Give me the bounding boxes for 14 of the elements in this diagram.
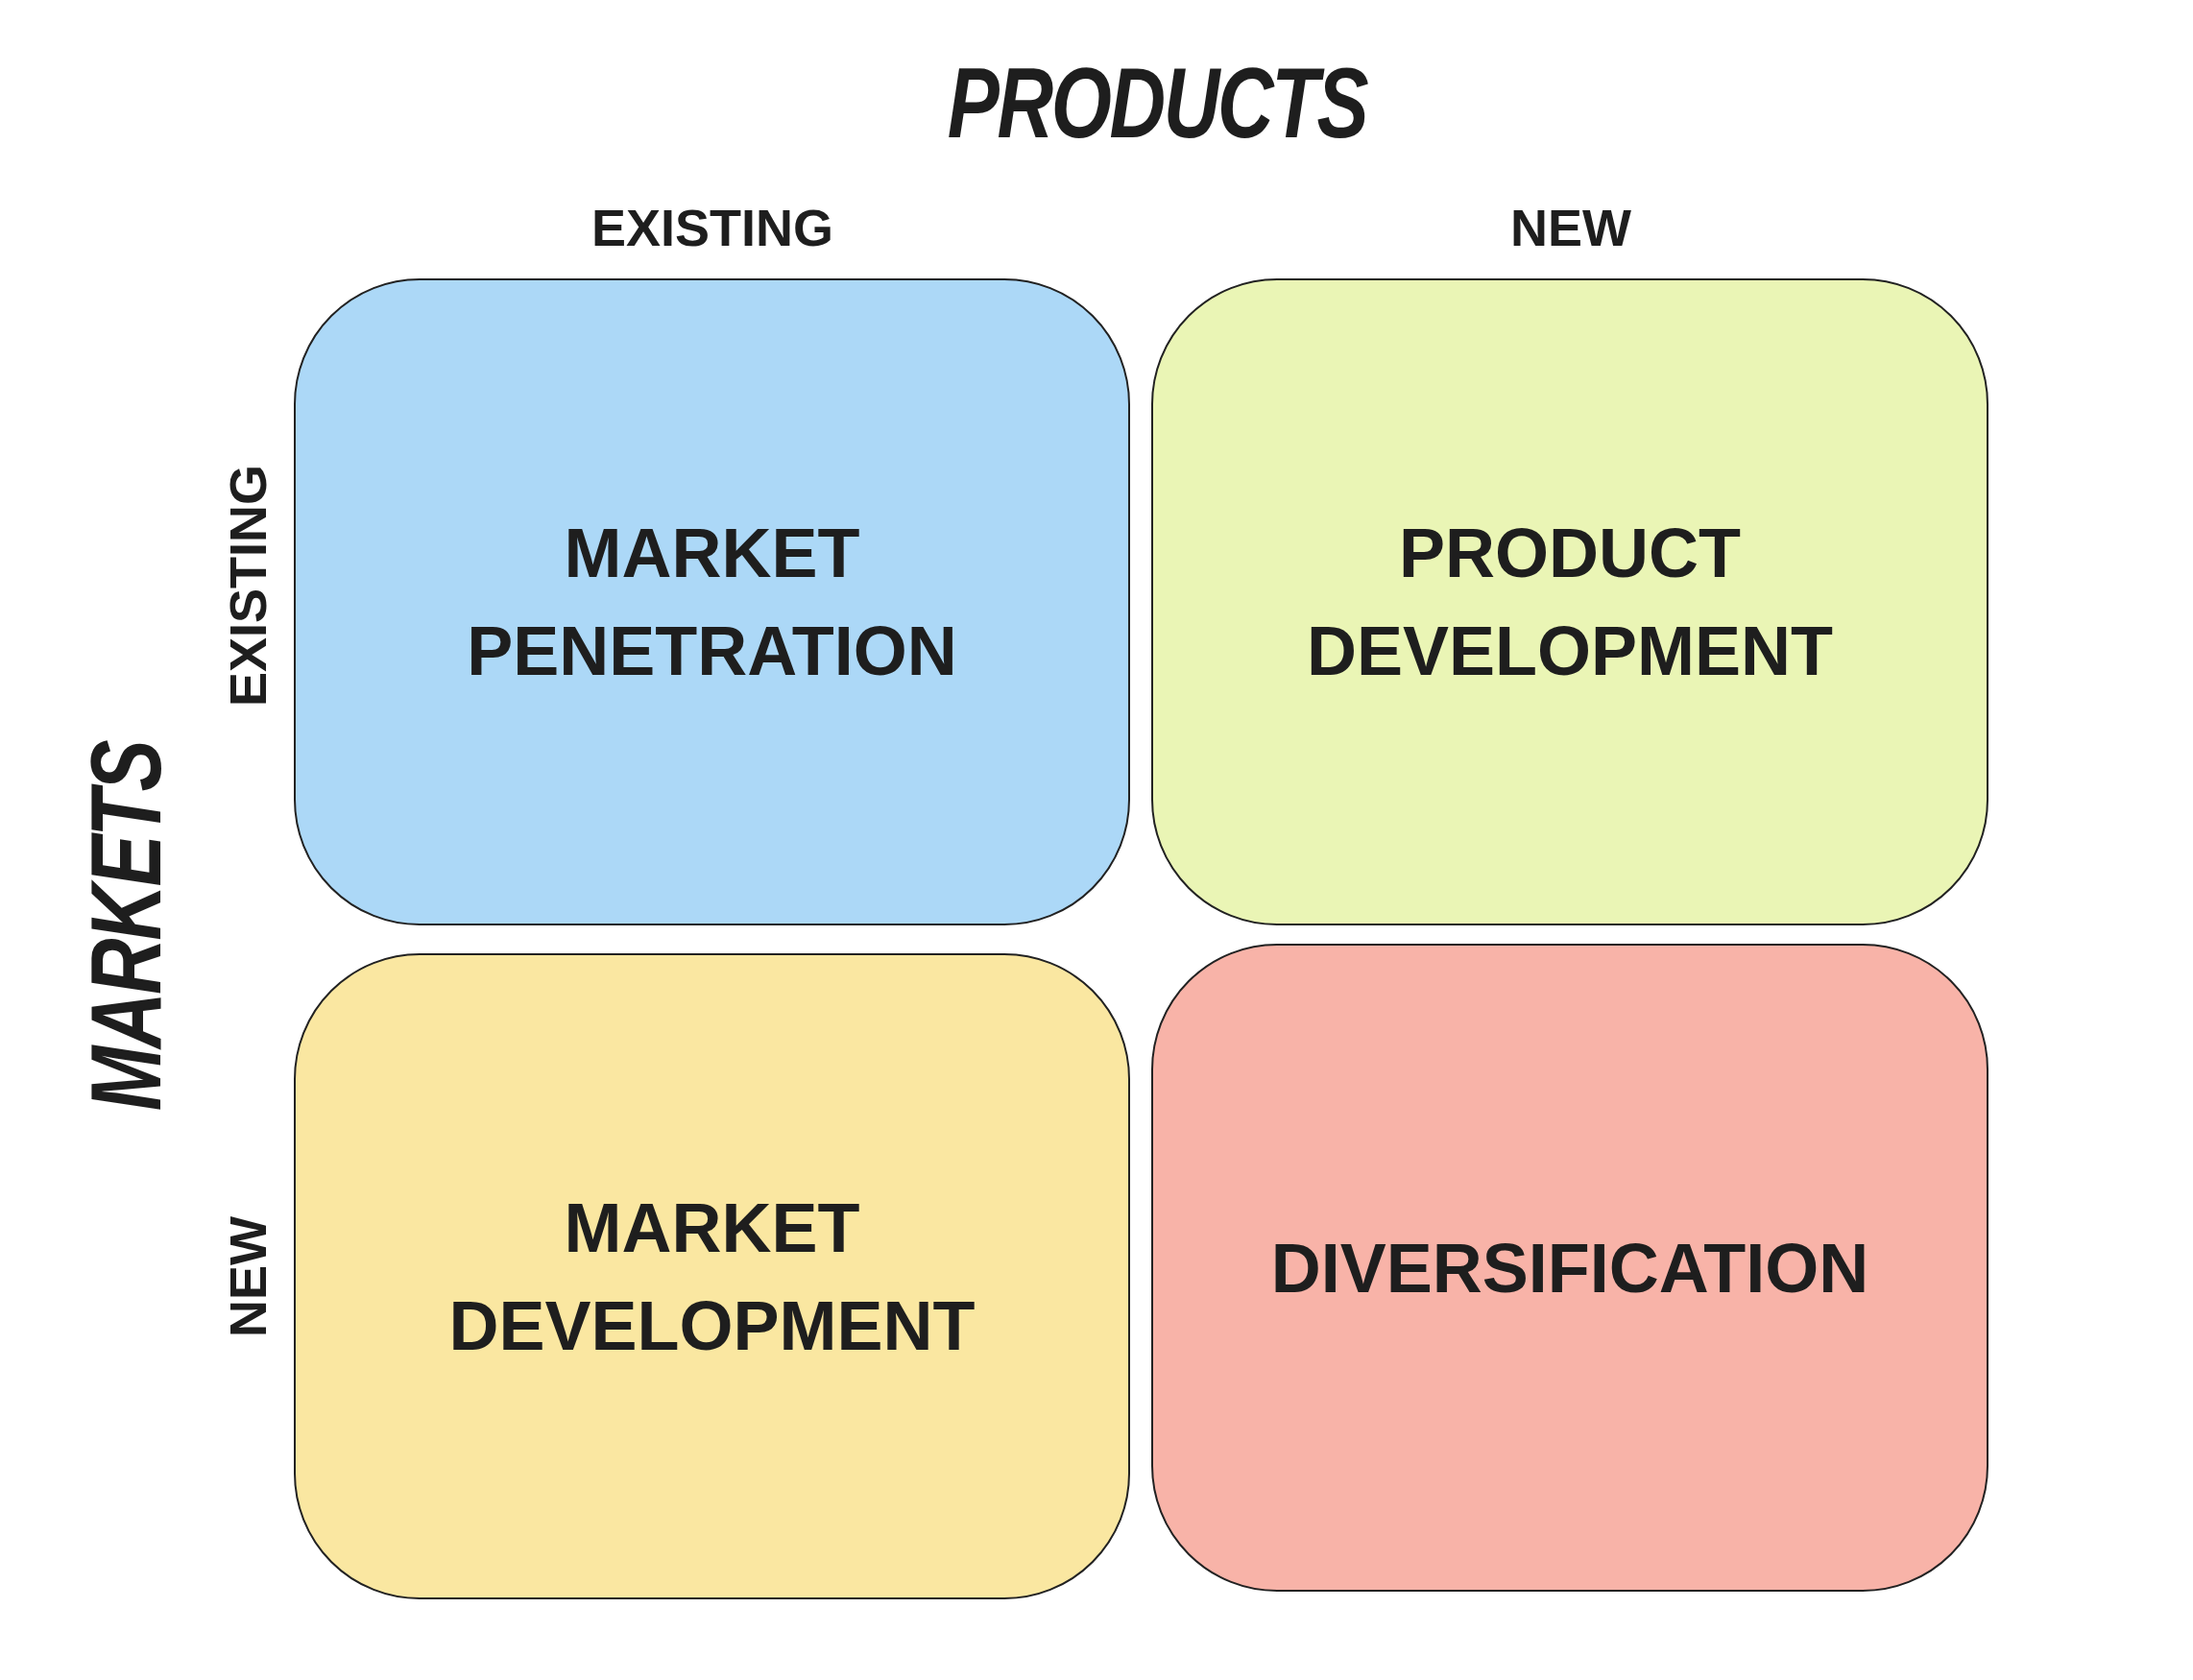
axis-label: EXISTING <box>220 465 276 707</box>
quadrant-title: DIVERSIFICATION <box>1270 1228 1869 1308</box>
axis-label: EXISTING <box>591 200 833 255</box>
axis-title: PRODUCTS <box>947 51 1367 156</box>
strategy-quadrant <box>1151 944 1988 1592</box>
quadrant-title: PRODUCT DEVELOPMENT <box>1305 514 1835 691</box>
axis-label: NEW <box>220 1216 276 1337</box>
strategy-quadrant <box>1151 278 1988 925</box>
strategy-quadrant <box>294 953 1130 1599</box>
strategy-quadrant <box>294 278 1130 925</box>
quadrant-title: MARKET DEVELOPMENT <box>447 1188 976 1366</box>
axis-label: NEW <box>1510 200 1631 255</box>
axis-title: MARKETS <box>74 741 180 1112</box>
quadrant-title: MARKET PENETRATION <box>466 514 958 691</box>
